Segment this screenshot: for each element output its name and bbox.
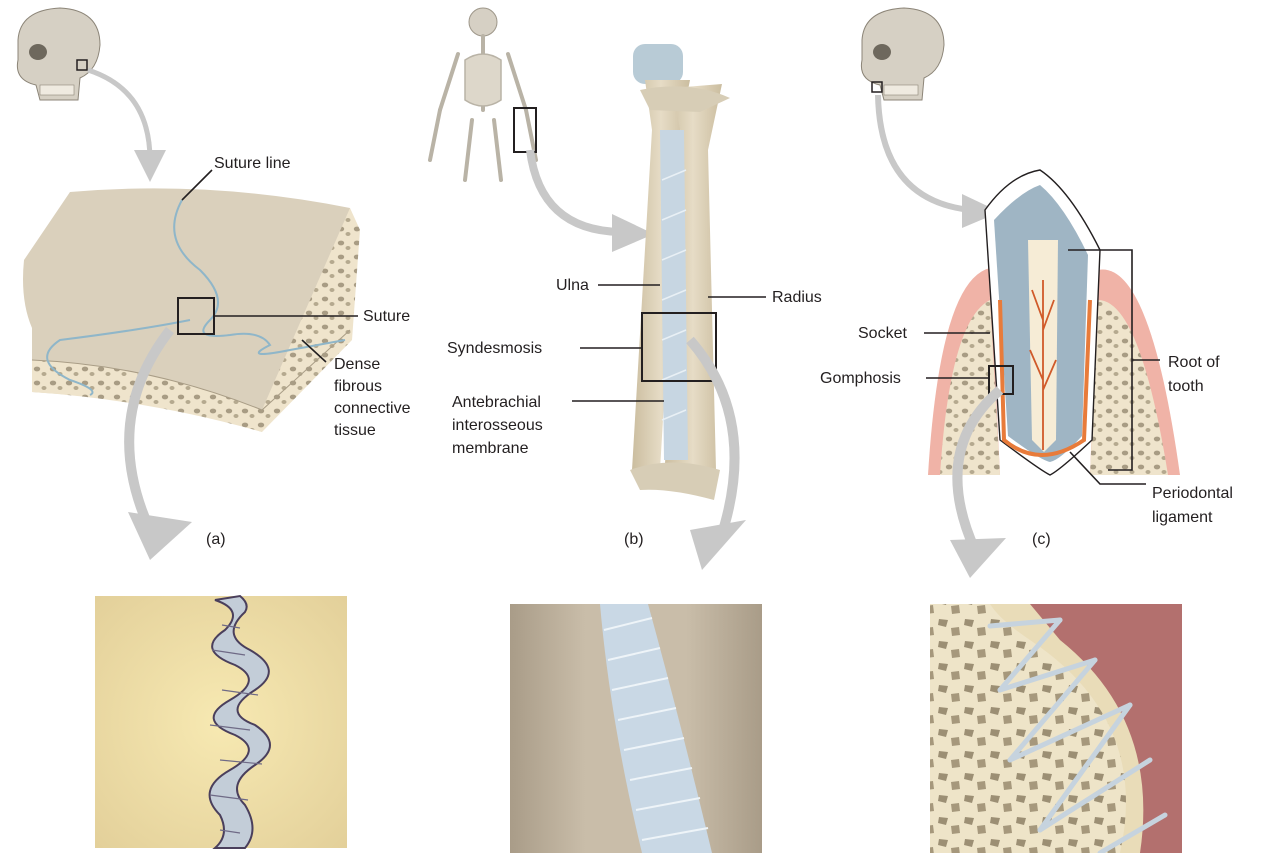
arrowhead-a-top [134, 150, 166, 182]
label-dense-4: tissue [334, 422, 376, 439]
curved-arrow-b-top [530, 150, 620, 232]
caption-c: (c) [1032, 531, 1051, 548]
label-suture: Suture [363, 308, 410, 325]
label-radius: Radius [772, 289, 822, 306]
skull-bone-slab [23, 188, 360, 432]
label-gomphosis: Gomphosis [820, 370, 901, 387]
arrowhead-b-bottom [690, 520, 746, 570]
label-socket: Socket [858, 325, 907, 342]
panel-a: Suture line Suture Dense fibrous connect… [17, 8, 410, 848]
label-membrane-2: interosseous [452, 417, 543, 434]
arrowhead-c-bottom [950, 538, 1006, 578]
gomphosis-zoom-inset [930, 604, 1182, 853]
label-membrane-3: membrane [452, 440, 529, 457]
label-suture-line: Suture line [214, 155, 291, 172]
label-syndesmosis: Syndesmosis [447, 340, 542, 357]
panel-b: Ulna Radius Syndesmosis Antebrachial int… [430, 8, 822, 853]
label-ulna: Ulna [556, 277, 589, 294]
curved-arrow-c-top [878, 95, 970, 210]
arrowhead-a-bottom [128, 512, 192, 560]
label-root-2: tooth [1168, 378, 1204, 395]
label-dense-3: connective [334, 400, 411, 417]
skeleton-icon [430, 8, 536, 180]
label-membrane-1: Antebrachial [452, 394, 541, 411]
label-dense-2: fibrous [334, 378, 382, 395]
label-dense-1: Dense [334, 356, 380, 373]
label-periodontal-1: Periodontal [1152, 485, 1233, 502]
skull-icon [17, 8, 100, 100]
label-root-1: Root of [1168, 354, 1220, 371]
suture-zoom-inset [95, 596, 347, 848]
label-periodontal-2: ligament [1152, 509, 1213, 526]
caption-b: (b) [624, 531, 644, 548]
caption-a: (a) [206, 531, 226, 548]
curved-arrow-a-top [88, 70, 150, 160]
panel-c: Socket Gomphosis Root of tooth Periodont… [820, 8, 1233, 853]
forearm-bones [630, 44, 730, 500]
syndesmosis-zoom-inset [510, 604, 762, 853]
skull-icon-c [861, 8, 944, 100]
